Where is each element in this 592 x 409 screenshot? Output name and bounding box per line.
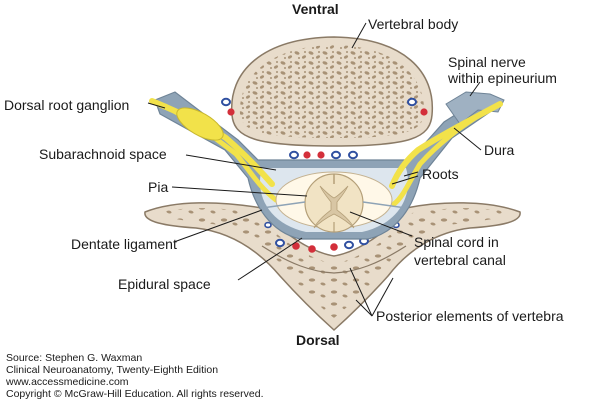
dentate-ligament — [261, 201, 407, 209]
artery-icon — [317, 151, 325, 159]
credit-url: www.accessmedicine.com — [6, 376, 129, 388]
artery-icon — [330, 243, 338, 251]
label-roots: Roots — [422, 166, 459, 182]
label-spinal-cord-2: vertebral canal — [414, 252, 506, 268]
artery-icon — [303, 151, 311, 159]
nerve-roots — [149, 98, 503, 207]
credit-copyright: Copyright © McGraw-Hill Education. All r… — [6, 388, 264, 400]
artery-icon — [420, 108, 428, 116]
vein-icon — [275, 238, 285, 248]
dura-mater — [154, 91, 505, 240]
spinal-cord — [275, 171, 393, 233]
label-posterior-elements: Posterior elements of vertebra — [376, 308, 564, 324]
label-dorsal-root-ganglion: Dorsal root ganglion — [4, 97, 130, 113]
vein-icon — [221, 97, 231, 107]
vein-icon — [407, 97, 417, 107]
label-dentate-ligament: Dentate ligament — [71, 236, 177, 252]
vein-icon — [344, 240, 354, 250]
vein-icon — [264, 221, 272, 229]
artery-icon — [292, 242, 300, 250]
label-epidural-space: Epidural space — [118, 276, 211, 292]
dorsal-label: Dorsal — [296, 332, 340, 348]
label-spinal-nerve-1: Spinal nerve — [448, 54, 526, 70]
credit-book: Clinical Neuroanatomy, Twenty-Eighth Edi… — [6, 364, 219, 376]
label-vertebral-body: Vertebral body — [368, 16, 459, 32]
vein-icon — [348, 150, 358, 160]
ventral-label: Ventral — [292, 1, 339, 17]
vertebral-body — [231, 36, 434, 147]
label-spinal-cord-1: Spinal cord in — [414, 234, 499, 250]
label-subarachnoid-space: Subarachnoid space — [39, 146, 167, 162]
label-pia: Pia — [148, 179, 169, 195]
epidural-vessels — [221, 97, 428, 253]
dorsal-root-ganglion-shape — [176, 107, 224, 141]
vein-icon — [331, 150, 341, 160]
posterior-elements — [144, 202, 521, 332]
credit-source: Source: Stephen G. Waxman — [6, 352, 143, 364]
label-spinal-nerve-2: within epineurium — [448, 70, 557, 86]
artery-icon — [308, 245, 316, 253]
vein-icon — [289, 150, 299, 160]
leader-lines — [147, 22, 482, 317]
artery-icon — [227, 108, 235, 116]
label-dura: Dura — [484, 142, 515, 158]
